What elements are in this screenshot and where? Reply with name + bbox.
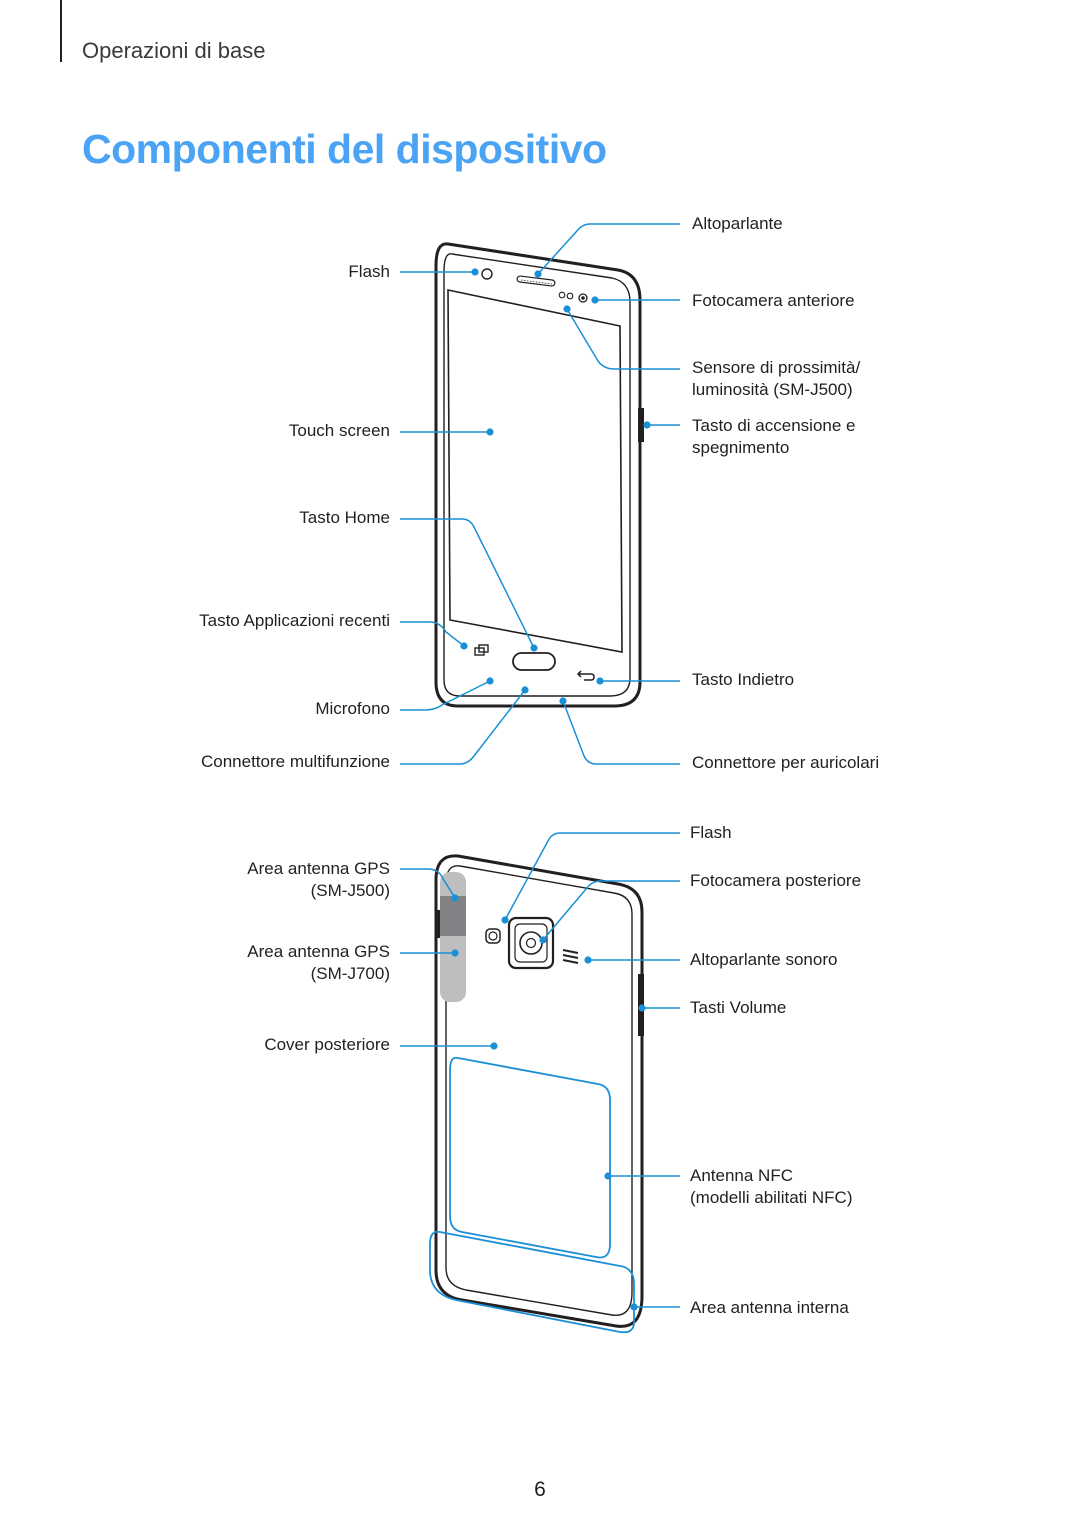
gps-antenna-area-j500: [440, 896, 466, 936]
label-microphone: Microfono: [315, 699, 390, 718]
front-device-illustration: [434, 242, 644, 708]
label-headset-jack: Connettore per auricolari: [692, 753, 880, 772]
gps-antenna-area-j700: [440, 872, 466, 1002]
page-number: 6: [534, 1478, 546, 1501]
page-title: Componenti del dispositivo: [82, 126, 607, 172]
label-home-key: Tasto Home: [299, 508, 390, 527]
label-loudspeaker: Altoparlante sonoro: [690, 950, 838, 969]
label-multipurpose-jack: Connettore multifunzione: [200, 752, 390, 771]
label-front-camera: Fotocamera anteriore: [692, 291, 855, 310]
label-gps-antenna-j700: Area antenna GPS(SM-J700): [247, 942, 390, 983]
label-touch-screen: Touch screen: [288, 421, 390, 440]
label-back-cover: Cover posteriore: [264, 1035, 390, 1054]
back-device-illustration: [434, 854, 644, 1328]
label-flash-rear: Flash: [690, 823, 732, 842]
label-internal-antenna: Area antenna interna: [690, 1298, 849, 1317]
callout-dots: [451, 268, 651, 1311]
label-volume-keys: Tasti Volume: [690, 998, 787, 1017]
callout-lines: [400, 223, 680, 1308]
nfc-antenna-outline: [449, 1056, 611, 1259]
label-nfc-antenna: Antenna NFC(modelli abilitati NFC): [690, 1166, 853, 1207]
label-flash-front: Flash: [348, 262, 390, 281]
label-back-key: Tasto Indietro: [692, 670, 795, 689]
label-recent-apps-key: Tasto Applicazioni recenti: [199, 611, 390, 630]
label-speaker: Altoparlante: [692, 214, 783, 233]
label-proximity-sensor: Sensore di prossimità/luminosità (SM-J50…: [692, 358, 861, 399]
label-rear-camera: Fotocamera posteriore: [690, 871, 862, 890]
section-rule: [60, 0, 62, 62]
section-header: Operazioni di base: [82, 38, 266, 63]
internal-antenna-outline: [429, 1230, 635, 1334]
label-gps-antenna-j500: Area antenna GPS(SM-J500): [247, 859, 390, 900]
